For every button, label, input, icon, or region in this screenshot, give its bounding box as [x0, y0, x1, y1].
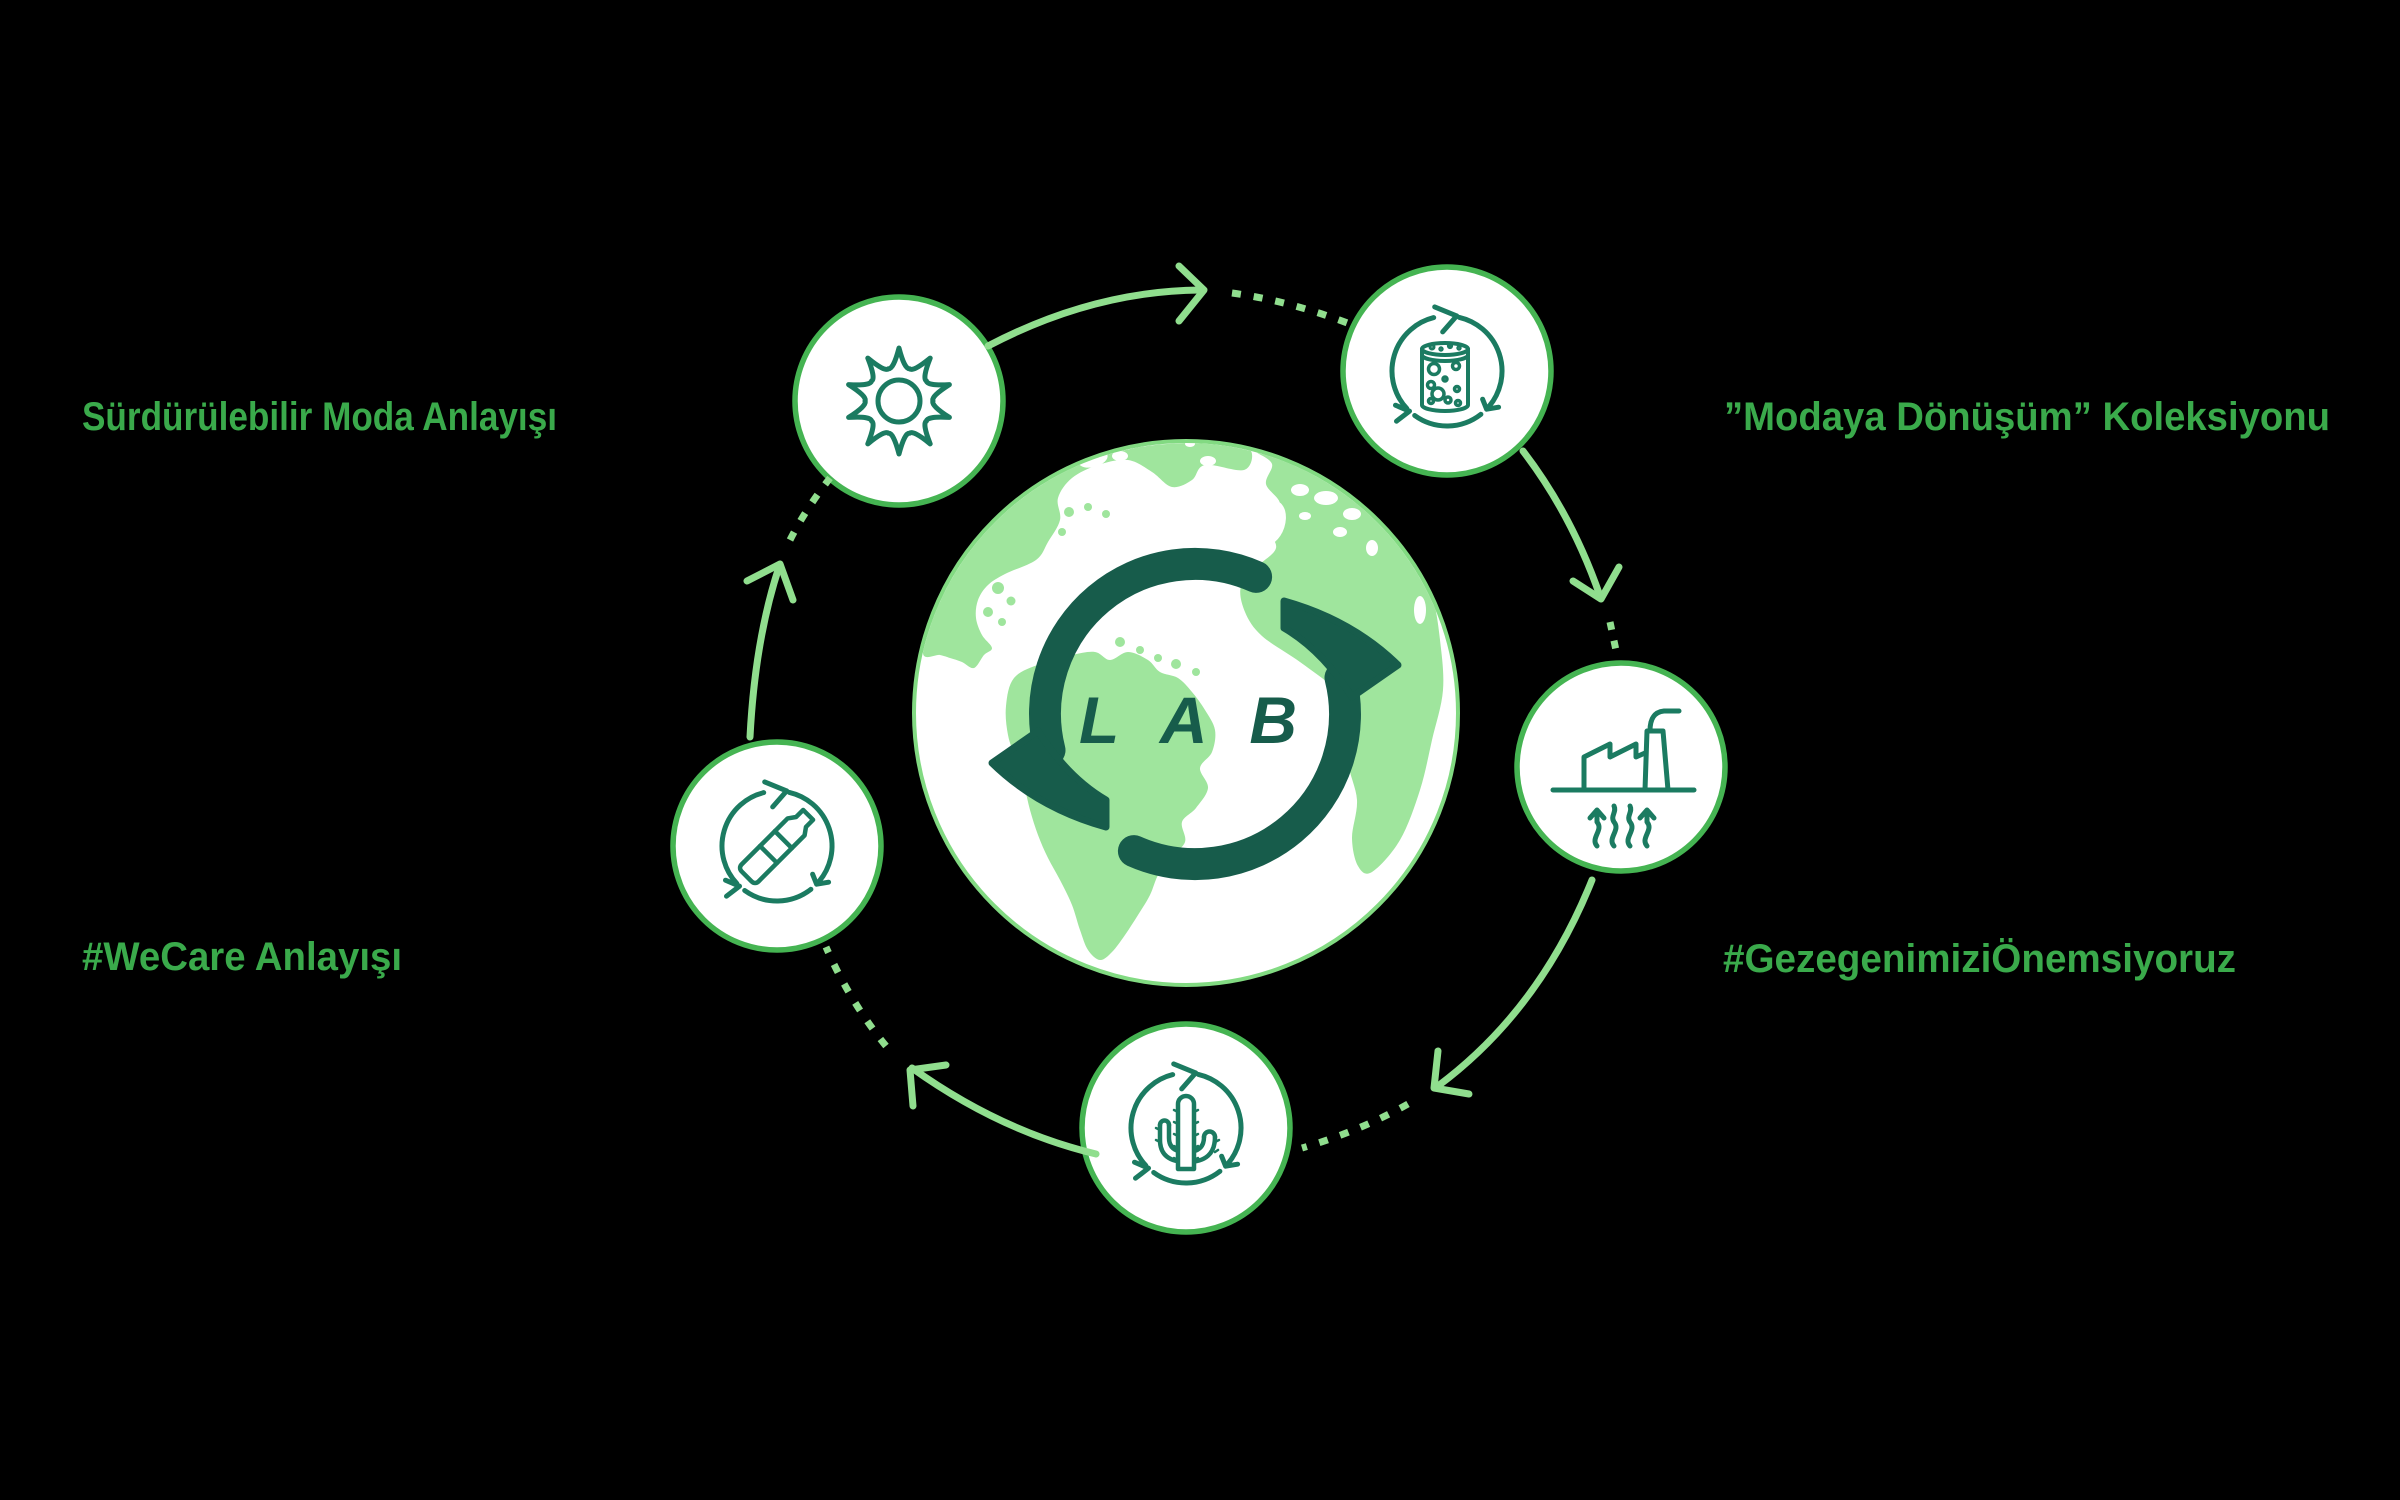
svg-text:#GezegenimiziÖnemsiyoruz: #GezegenimiziÖnemsiyoruz	[1723, 936, 2236, 981]
svg-text:L A B: L A B	[1079, 683, 1297, 757]
svg-text:”Modaya Dönüşüm” Koleksiyonu: ”Modaya Dönüşüm” Koleksiyonu	[1724, 395, 2330, 439]
svg-text:Sürdürülebilir Moda Anlayışı: Sürdürülebilir Moda Anlayışı	[82, 395, 557, 439]
svg-text:#WeCare Anlayışı: #WeCare Anlayışı	[82, 935, 402, 979]
